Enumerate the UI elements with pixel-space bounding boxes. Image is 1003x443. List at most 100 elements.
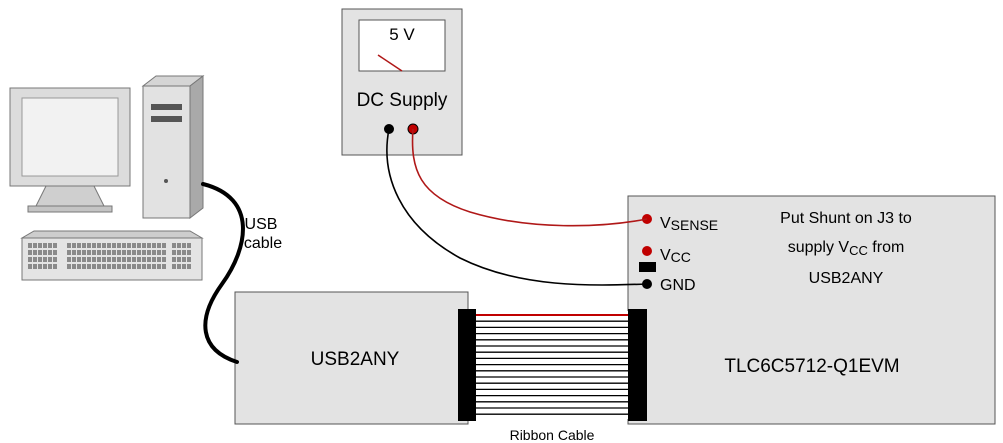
keyboard-key	[132, 243, 136, 248]
keyboard-key	[147, 257, 151, 262]
keyboard-key	[38, 257, 42, 262]
keyboard-key	[177, 264, 181, 269]
ribbon-cable-label: Ribbon Cable	[510, 427, 595, 443]
keyboard-key	[187, 264, 191, 269]
keyboard-key	[28, 243, 32, 248]
keyboard-key	[77, 264, 81, 269]
meter-reading: 5 V	[389, 25, 415, 44]
keyboard-key	[147, 250, 151, 255]
keyboard-key	[112, 264, 116, 269]
keyboard-key	[137, 264, 141, 269]
keyboard-key	[28, 257, 32, 262]
j3-shunt	[639, 262, 656, 272]
keyboard-key	[48, 250, 52, 255]
keyboard-key	[172, 243, 176, 248]
keyboard-key	[172, 250, 176, 255]
keyboard-key	[117, 243, 121, 248]
keyboard-key	[92, 264, 96, 269]
usb2any-label: USB2ANY	[311, 349, 400, 370]
keyboard-key	[157, 264, 161, 269]
keyboard-key	[157, 243, 161, 248]
keyboard-key	[43, 264, 47, 269]
keyboard-key	[137, 243, 141, 248]
supply-label: DC Supply	[357, 90, 448, 111]
keyboard-key	[38, 250, 42, 255]
evm-board: TLC6C5712-Q1EVM VSENSE VCC GND Put Shunt…	[627, 195, 996, 425]
usb-cable-label-line1: USB	[245, 216, 278, 233]
keyboard-key	[107, 257, 111, 262]
keyboard-key	[132, 250, 136, 255]
gnd-pin-label: GND	[660, 277, 696, 294]
keyboard-key	[28, 250, 32, 255]
keyboard-key	[182, 264, 186, 269]
keyboard-key	[177, 257, 181, 262]
keyboard-key	[182, 257, 186, 262]
computer-icon	[9, 74, 205, 281]
keyboard-key	[92, 243, 96, 248]
keyboard-key	[177, 250, 181, 255]
note-line-1: Put Shunt on J3 to	[780, 210, 912, 227]
vcc-pin-label: VCC	[660, 247, 691, 265]
keyboard-key	[117, 264, 121, 269]
keyboard-key	[87, 243, 91, 248]
keyboard-key	[107, 243, 111, 248]
usb2any-box: USB2ANY	[234, 291, 469, 425]
keyboard-key	[102, 257, 106, 262]
keyboard-key	[33, 264, 37, 269]
keyboard-key	[122, 257, 126, 262]
keyboard-key	[137, 257, 141, 262]
keyboard-key	[107, 264, 111, 269]
keyboard-key	[157, 250, 161, 255]
keyboard-key	[102, 243, 106, 248]
keyboard-key	[112, 250, 116, 255]
keyboard-key	[97, 250, 101, 255]
keyboard-key	[92, 257, 96, 262]
keyboard-key	[43, 257, 47, 262]
usb-cable	[201, 182, 245, 364]
keyboard-key	[53, 264, 57, 269]
keyboard-key	[72, 264, 76, 269]
ribbon-connector-left	[458, 309, 476, 421]
keyboard-key	[87, 257, 91, 262]
keyboard-key	[142, 264, 146, 269]
keyboard-key	[38, 243, 42, 248]
keyboard-key	[102, 250, 106, 255]
keyboard-key	[142, 257, 146, 262]
keyboard-key	[67, 264, 71, 269]
keyboard-key	[38, 264, 42, 269]
keyboard-key	[162, 257, 166, 262]
keyboard-key	[43, 250, 47, 255]
keyboard-key	[122, 250, 126, 255]
keyboard-key	[122, 243, 126, 248]
keyboard-key	[152, 243, 156, 248]
keyboard-key	[142, 243, 146, 248]
keyboard-key	[97, 257, 101, 262]
usb-cable-label-line2: cable	[244, 235, 282, 252]
keyboard-key	[67, 243, 71, 248]
keyboard-key	[152, 264, 156, 269]
keyboard-key	[187, 250, 191, 255]
keyboard-key	[33, 257, 37, 262]
keyboard-key	[132, 257, 136, 262]
keyboard-key	[112, 257, 116, 262]
keyboard-key	[112, 243, 116, 248]
ribbon-connector-right	[628, 309, 647, 421]
keyboard-key	[142, 250, 146, 255]
keyboard-key	[82, 257, 86, 262]
keyboard-key	[147, 264, 151, 269]
keyboard-key	[187, 257, 191, 262]
keyboard-key	[33, 250, 37, 255]
meter-needle	[377, 54, 403, 72]
keyboard-key	[82, 250, 86, 255]
keyboard-key	[182, 250, 186, 255]
note-line-2: supply VCC from	[788, 239, 905, 258]
keyboard-key	[127, 264, 131, 269]
keyboard-key	[72, 250, 76, 255]
keyboard-key	[137, 250, 141, 255]
evm-label: TLC6C5712-Q1EVM	[724, 356, 899, 377]
note-line-3: USB2ANY	[809, 270, 884, 287]
keyboard-key	[77, 257, 81, 262]
keyboard-key	[107, 250, 111, 255]
keyboard-key	[53, 257, 57, 262]
